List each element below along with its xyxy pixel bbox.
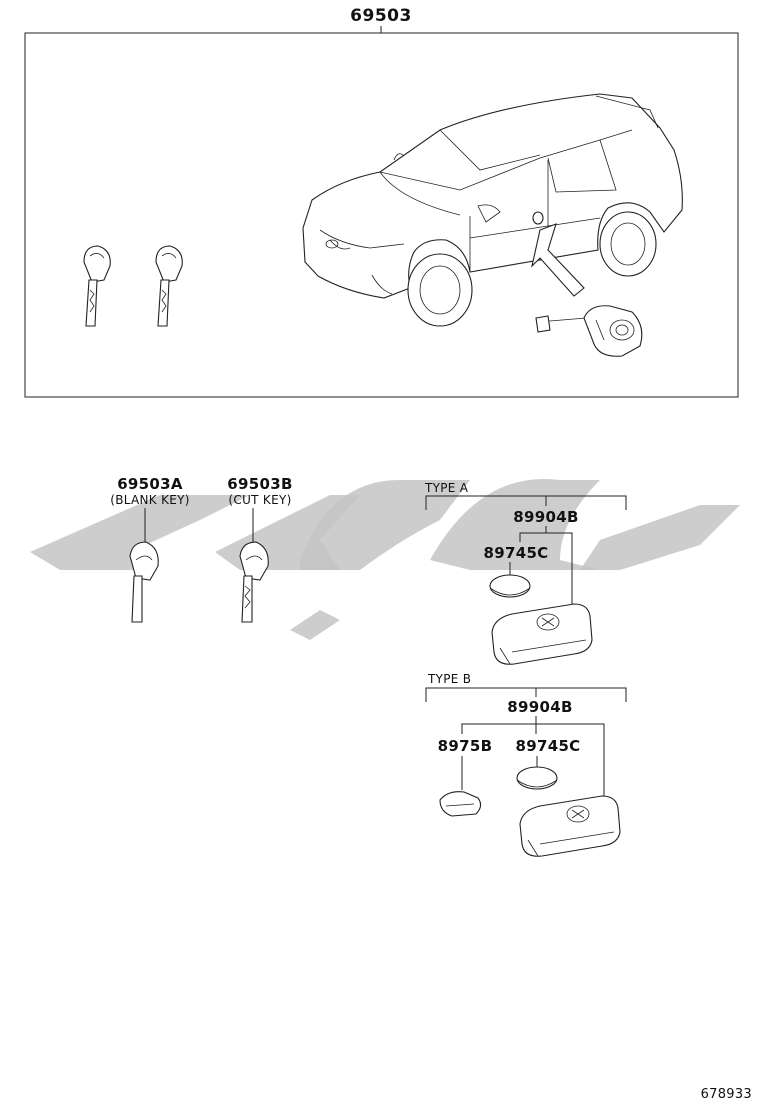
type-a-label: TYPE A xyxy=(424,481,469,495)
watermark-logo xyxy=(30,479,740,640)
vehicle-front-wheel xyxy=(407,253,473,327)
type-b-battery xyxy=(516,766,558,790)
type-a-battery-part-number: 89745C xyxy=(484,544,549,562)
type-b-cover xyxy=(439,791,482,817)
blank-key-callout: 69503A (BLANK KEY) xyxy=(110,475,190,548)
type-a-group: TYPE A 89904B 89745C xyxy=(424,481,627,612)
assembly-part-number: 69503 xyxy=(350,6,412,26)
blank-key xyxy=(129,541,159,623)
type-a-battery xyxy=(489,574,531,598)
blank-key-caption: (BLANK KEY) xyxy=(110,493,190,507)
type-b-transmitter xyxy=(519,795,621,857)
door-lock-cylinder xyxy=(535,305,643,357)
type-b-battery-part-number: 89745C xyxy=(516,737,581,755)
cut-key xyxy=(239,541,269,623)
type-b-group: TYPE B 89904B 8975B 89745C xyxy=(425,672,627,800)
blank-key-part-number: 69503A xyxy=(117,475,183,493)
vehicle-illustration xyxy=(302,93,683,299)
cut-key-caption: (CUT KEY) xyxy=(228,493,291,507)
type-b-transmitter-part-number: 89904B xyxy=(507,698,572,716)
vehicle-rear-wheel xyxy=(599,211,657,277)
assembly-key-right xyxy=(155,245,183,327)
assembly-key-left xyxy=(83,245,111,327)
type-a-transmitter-part-number: 89904B xyxy=(513,508,578,526)
type-a-transmitter xyxy=(491,603,593,665)
assembly-frame: 69503 xyxy=(24,6,739,398)
type-b-cover-part-number: 8975B xyxy=(438,737,493,755)
type-b-label: TYPE B xyxy=(427,672,471,686)
cut-key-callout: 69503B (CUT KEY) xyxy=(227,475,292,548)
cut-key-part-number: 69503B xyxy=(227,475,292,493)
location-arrow xyxy=(531,223,585,297)
illustration-number: 678933 xyxy=(701,1087,752,1102)
